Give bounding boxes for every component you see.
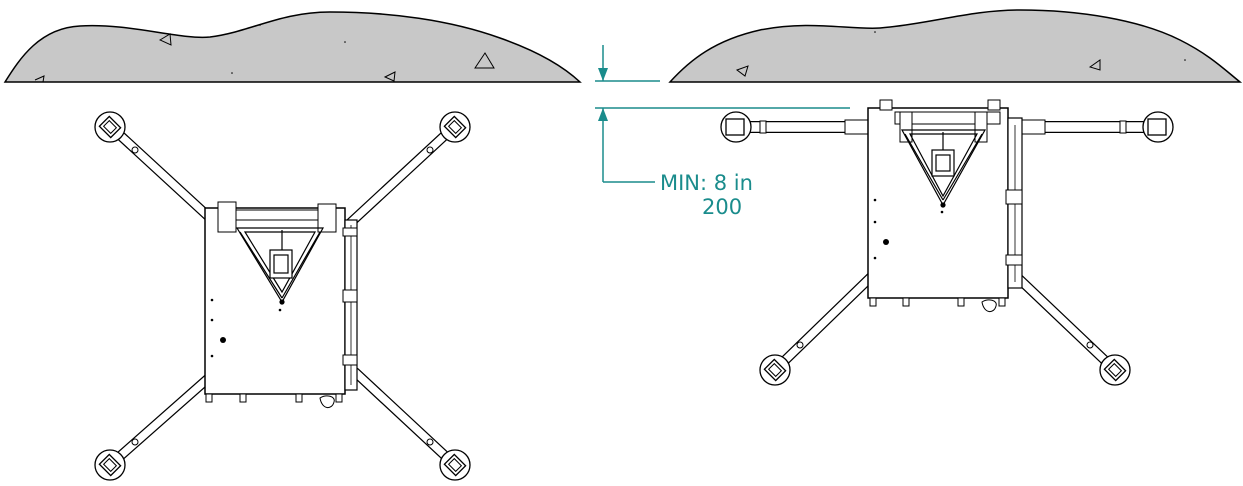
right-leg-lower-right <box>1010 270 1120 375</box>
left-leg-upper-left <box>105 121 215 223</box>
left-body-panel <box>204 207 346 395</box>
clearance-dimension <box>595 45 850 183</box>
right-arm-right <box>1009 119 1160 135</box>
left-leg-lower-right <box>350 367 460 470</box>
right-ground-mound <box>668 9 1243 83</box>
left-foot-lower-right <box>439 449 471 481</box>
left-foot-lower-left <box>94 449 126 481</box>
right-foot-right <box>1142 111 1174 143</box>
left-leg-lower-left <box>105 370 217 470</box>
left-lander-top-view <box>94 111 471 481</box>
right-delta-mechanism <box>900 129 987 208</box>
dimension-label-mm: 200 <box>702 195 742 219</box>
right-foot-lower-left <box>759 354 791 386</box>
right-arm-left <box>735 119 871 135</box>
right-leg-lower-left <box>770 270 878 375</box>
right-lander-side-view <box>720 99 1174 386</box>
left-foot-upper-left <box>94 111 126 143</box>
right-foot-left <box>720 111 752 143</box>
left-ground-mound <box>3 11 582 83</box>
dimension-label-inches: MIN: 8 in <box>660 171 753 195</box>
left-foot-upper-right <box>439 111 471 143</box>
left-leg-upper-right <box>343 121 460 230</box>
right-foot-lower-right <box>1099 354 1131 386</box>
left-delta-mechanism <box>235 227 325 305</box>
